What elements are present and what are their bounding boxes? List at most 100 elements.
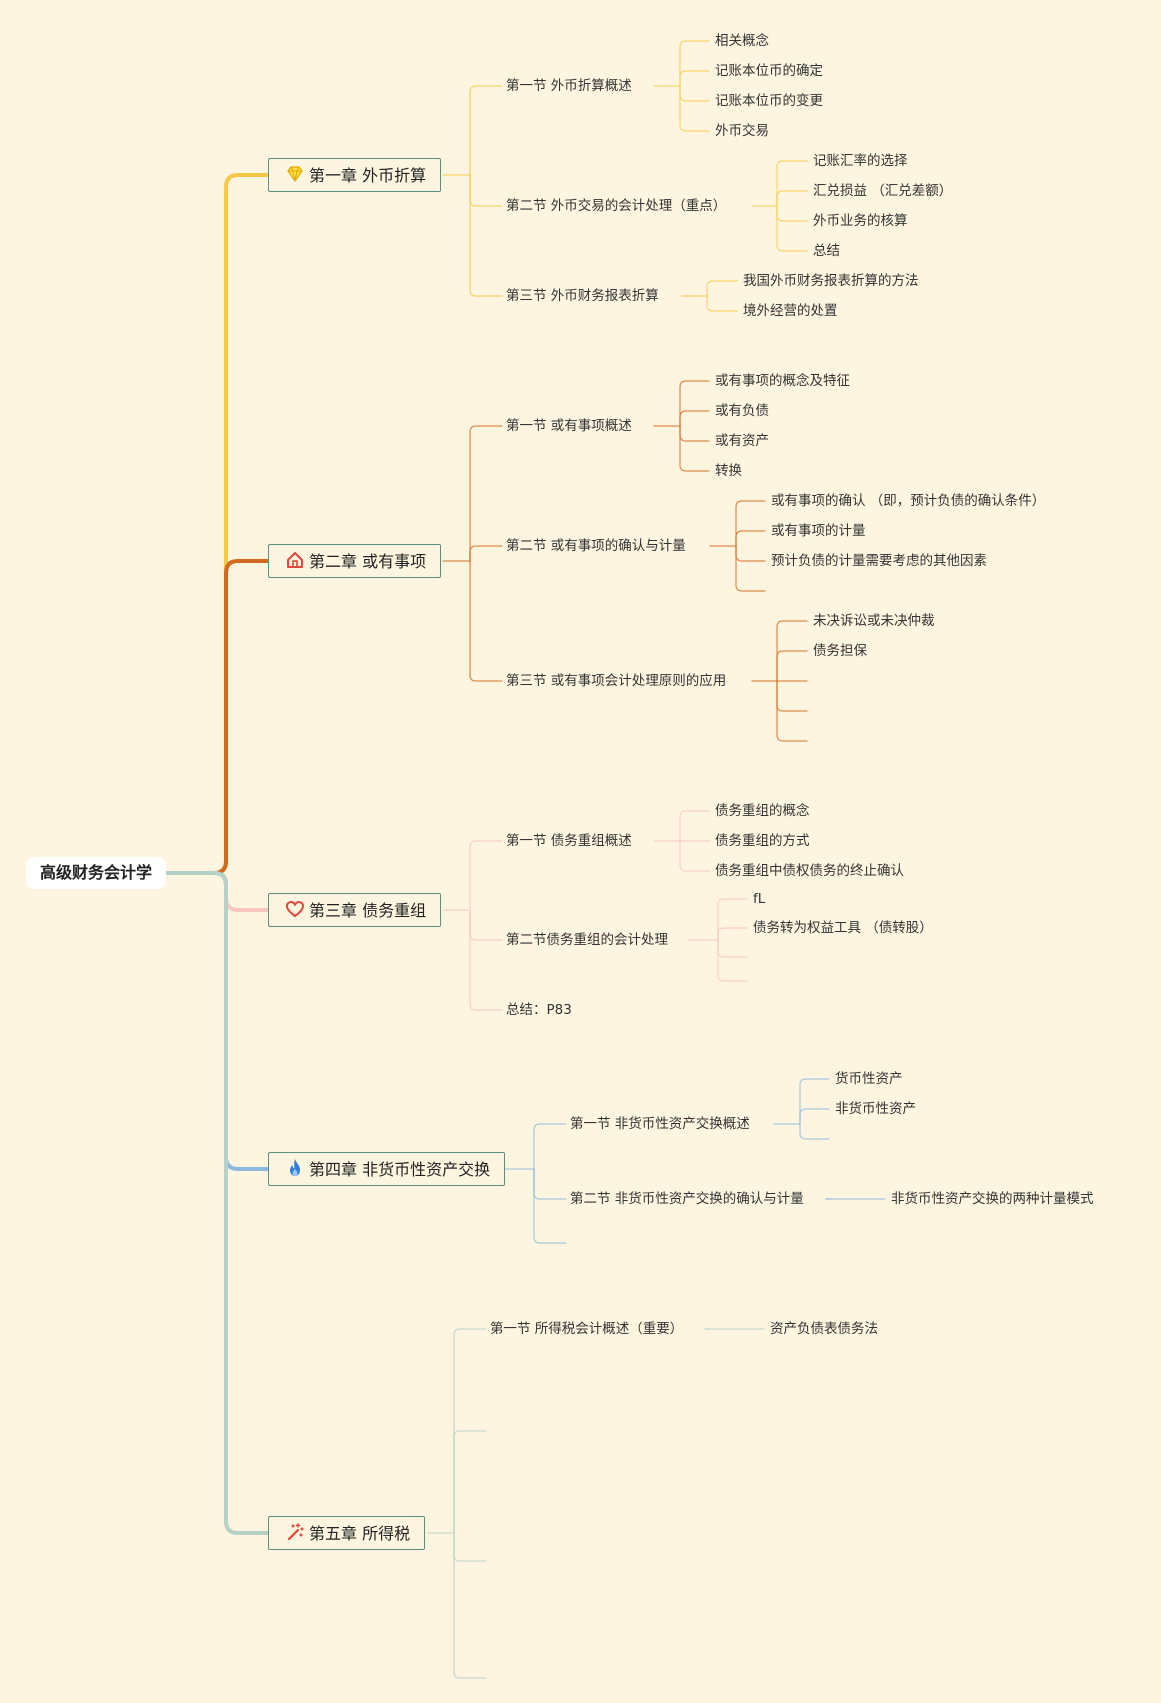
leaf-branch — [735, 545, 766, 592]
leaf-node[interactable]: 或有事项的确认 （即，预计负债的确认条件） — [771, 493, 1046, 509]
section-node[interactable]: 第二节 外币交易的会计处理（重点） — [506, 198, 727, 214]
section-node[interactable]: 第一节 非货币性资产交换概述 — [570, 1116, 750, 1132]
section-node[interactable]: 第一节 债务重组概述 — [506, 833, 632, 849]
section-branch — [453, 1532, 487, 1679]
leaf-branch — [679, 85, 710, 102]
leaf-branch — [776, 680, 808, 712]
chapter-label: 第三章 债务重组 — [309, 901, 427, 920]
section-branch — [469, 85, 503, 176]
chapter-node-3[interactable]: 第三章 债务重组 — [268, 893, 442, 927]
section-node[interactable]: 第三节 外币财务报表折算 — [506, 288, 659, 304]
leaf-node[interactable]: 债务担保 — [813, 643, 867, 659]
leaf-branch — [679, 425, 710, 442]
leaf-node[interactable]: 债务重组的概念 — [715, 803, 810, 819]
section-branch — [533, 1168, 567, 1200]
leaf-node[interactable]: 或有事项的概念及特征 — [715, 373, 850, 389]
leaf-node[interactable]: 或有事项的计量 — [771, 523, 866, 539]
leaf-branch — [706, 280, 738, 297]
flame-icon — [285, 1156, 305, 1176]
section-node[interactable]: 第二节 或有事项的确认与计量 — [506, 538, 686, 554]
leaf-branch — [679, 810, 710, 842]
leaf-node[interactable]: 或有资产 — [715, 433, 769, 449]
leaf-node[interactable]: 外币业务的核算 — [813, 213, 908, 229]
leaf-branch — [799, 1078, 830, 1125]
chapter-label: 第五章 所得税 — [309, 1524, 411, 1543]
leaf-branch — [717, 927, 748, 941]
leaf-branch — [679, 85, 710, 132]
diamond-icon — [285, 162, 305, 183]
section-branch — [533, 1168, 567, 1244]
leaf-branch — [776, 680, 808, 742]
leaf-branch — [717, 939, 748, 958]
section-node[interactable]: 第一节 外币折算概述 — [506, 78, 632, 94]
section-branch — [469, 909, 503, 1011]
section-branch — [469, 174, 503, 297]
section-branch — [453, 1532, 487, 1562]
leaf-node[interactable]: 相关概念 — [715, 33, 769, 49]
leaf-node[interactable]: 债务重组的方式 — [715, 833, 810, 849]
leaf-branch — [776, 190, 808, 207]
chapter-connector — [164, 173, 270, 875]
leaf-branch — [735, 530, 766, 547]
leaf-node[interactable]: 转换 — [715, 463, 742, 479]
chapter-node-4[interactable]: 第四章 非货币性资产交换 — [268, 1152, 506, 1186]
section-branch — [453, 1328, 487, 1534]
leaf-node[interactable]: 债务转为权益工具 （债转股） — [753, 920, 933, 936]
leaf-branch — [679, 70, 710, 87]
leaf-node[interactable]: 非货币性资产 — [835, 1101, 916, 1117]
leaf-node[interactable]: 记账本位币的变更 — [715, 93, 823, 109]
leaf-node[interactable]: 或有负债 — [715, 403, 769, 419]
leaf-node[interactable]: 我国外币财务报表折算的方法 — [743, 273, 919, 289]
leaf-branch — [717, 939, 748, 982]
section-node[interactable]: 第二节 非货币性资产交换的确认与计量 — [570, 1191, 804, 1207]
house-icon — [285, 548, 305, 568]
leaf-node[interactable]: 汇兑损益 （汇兑差额） — [813, 183, 953, 199]
section-node[interactable]: 第三节 或有事项会计处理原则的应用 — [506, 673, 727, 689]
heart-icon — [285, 897, 305, 918]
section-branch — [469, 909, 503, 941]
leaf-node[interactable]: 境外经营的处置 — [743, 303, 838, 319]
section-branch — [533, 1123, 567, 1170]
leaf-node[interactable]: 货币性资产 — [835, 1071, 903, 1087]
chapter-connector — [164, 871, 270, 1171]
root-topic[interactable]: 高级财务会计学 — [26, 857, 167, 889]
section-branch — [469, 174, 503, 207]
chapter-label: 第四章 非货币性资产交换 — [309, 1160, 491, 1179]
section-node[interactable]: 第二节债务重组的会计处理 — [506, 932, 668, 948]
leaf-branch — [776, 205, 808, 252]
chapter-node-1[interactable]: 第一章 外币折算 — [268, 158, 442, 192]
leaf-branch — [776, 160, 808, 207]
chapter-node-2[interactable]: 第二章 或有事项 — [268, 544, 442, 578]
section-node[interactable]: 第一节 或有事项概述 — [506, 418, 632, 434]
leaf-branch — [679, 410, 710, 427]
leaf-node[interactable]: 未决诉讼或未决仲裁 — [813, 613, 935, 629]
leaf-node[interactable]: 资产负债表债务法 — [770, 1321, 878, 1337]
section-node[interactable]: 第一节 所得税会计概述（重要） — [490, 1321, 684, 1337]
leaf-branch — [735, 500, 766, 547]
leaf-node[interactable]: 非货币性资产交换的两种计量模式 — [891, 1191, 1094, 1207]
leaf-branch — [679, 425, 710, 472]
leaf-node[interactable]: 总结 — [813, 243, 840, 259]
chapter-connector — [164, 871, 270, 1535]
chapter-connector — [164, 559, 270, 875]
chapter-connector — [164, 871, 270, 912]
leaf-branch — [776, 205, 808, 222]
leaf-node[interactable]: 记账汇率的选择 — [813, 153, 908, 169]
magic-wand-icon — [285, 1520, 305, 1541]
section-node[interactable]: 总结：P83 — [506, 1002, 572, 1018]
leaf-node[interactable]: fL — [753, 891, 766, 907]
leaf-branch — [799, 1108, 830, 1125]
leaf-branch — [679, 380, 710, 427]
section-branch — [469, 840, 503, 911]
leaf-branch — [717, 898, 748, 941]
section-branch — [453, 1430, 487, 1534]
leaf-node[interactable]: 外币交易 — [715, 123, 769, 139]
chapter-node-5[interactable]: 第五章 所得税 — [268, 1516, 426, 1550]
chapter-label: 第一章 外币折算 — [309, 166, 427, 185]
leaf-node[interactable]: 记账本位币的确定 — [715, 63, 823, 79]
leaf-branch — [679, 840, 710, 872]
leaf-node[interactable]: 债务重组中债权债务的终止确认 — [715, 863, 904, 879]
leaf-branch — [679, 40, 710, 87]
leaf-node[interactable]: 预计负债的计量需要考虑的其他因素 — [771, 553, 987, 569]
